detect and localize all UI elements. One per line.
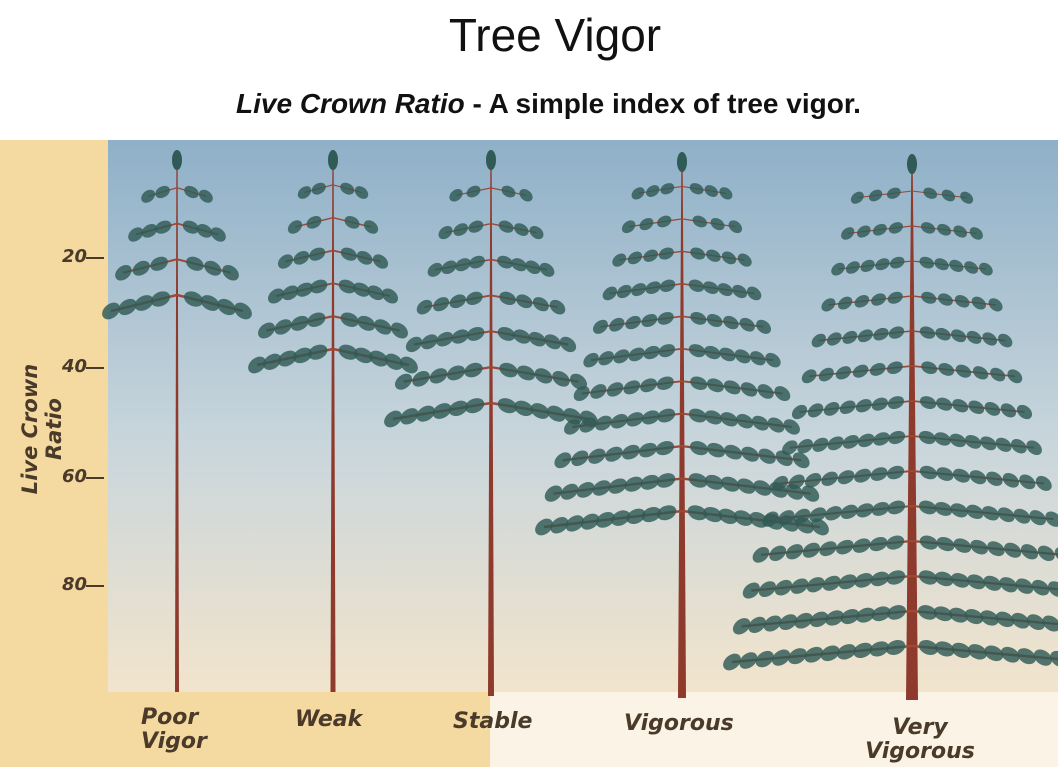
- label-line: Vigorous: [624, 712, 734, 736]
- axis-label: Live Crown Ratio: [18, 339, 66, 519]
- tree-illustration: [0, 140, 1058, 767]
- tree-label-vigorous: Vigorous: [624, 712, 734, 736]
- subtitle: Live Crown Ratio - A simple index of tre…: [0, 88, 1058, 120]
- tick-label-40: 40: [62, 356, 87, 377]
- tree-label-stable: Stable: [453, 710, 532, 734]
- tree-top: [172, 150, 182, 170]
- tree-top: [907, 154, 917, 174]
- tree-top: [486, 150, 496, 170]
- tick-label-80: 80: [62, 574, 87, 595]
- subtitle-text: - A simple index of tree vigor.: [465, 88, 861, 119]
- page-title: Tree Vigor: [0, 8, 1058, 62]
- label-line: Very: [860, 716, 980, 740]
- tick-label-20: 20: [62, 246, 87, 267]
- subtitle-emphasis: Live Crown Ratio: [236, 88, 465, 119]
- label-line: Weak: [295, 708, 362, 732]
- label-line: Stable: [453, 710, 532, 734]
- tree-label-weak: Weak: [295, 708, 362, 732]
- tree-vigor-figure: Live Crown Ratio 20 40 60 80 Poor Vigor …: [0, 140, 1058, 767]
- tree-top: [328, 150, 338, 170]
- tree-label-very-vigorous: Very Vigorous: [860, 716, 980, 764]
- tick-label-60: 60: [62, 466, 87, 487]
- tree-label-poor-vigor: Poor Vigor: [141, 706, 207, 754]
- label-line: Poor: [141, 706, 207, 730]
- label-line: Vigor: [141, 730, 207, 754]
- tree-top: [677, 152, 687, 172]
- label-line: Vigorous: [860, 740, 980, 764]
